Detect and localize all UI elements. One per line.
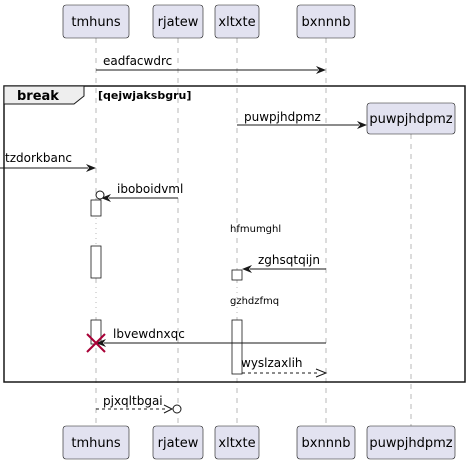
message-label: eadfacwdrc xyxy=(103,54,172,68)
participant-label: tmhuns xyxy=(71,15,120,30)
message-lbvewdnxqc: lbvewdnxqc xyxy=(86,327,326,353)
message-label: tzdorkbanc xyxy=(5,151,72,165)
activation-xltxte-2 xyxy=(231,319,243,375)
participant-label: bxnnnb xyxy=(302,15,351,30)
participant-label: rjatew xyxy=(158,15,199,30)
delay-label: hfmumghl xyxy=(230,224,281,235)
participant-rjatew-top[interactable]: rjatew xyxy=(152,4,204,39)
participant-label: xltxte xyxy=(218,436,255,451)
message-label: zghsqtqijn xyxy=(258,253,320,267)
message-eadfacwdrc: eadfacwdrc xyxy=(96,54,326,74)
message-zghsqtqijn: zghsqtqijn xyxy=(242,253,326,273)
fragment-keyword: break xyxy=(17,89,59,104)
message-tzdorkbanc: tzdorkbanc xyxy=(0,151,96,172)
participant-puwpjhdpmz-bottom[interactable]: puwpjhdpmz xyxy=(366,425,456,460)
delay-mask-2 xyxy=(228,282,246,318)
participant-tmhuns-top[interactable]: tmhuns xyxy=(62,4,130,39)
participant-label: puwpjhdpmz xyxy=(369,112,452,127)
participant-label: puwpjhdpmz xyxy=(369,436,452,451)
destroy-x-icon xyxy=(86,333,106,353)
delay-hfmumghl: hfmumghl xyxy=(230,224,281,235)
fragment-guard: [qejwjaksbgru] xyxy=(98,89,191,102)
message-puwpjhdpmz: puwpjhdpmz xyxy=(237,110,367,129)
activation-bars xyxy=(88,199,246,375)
participants-top: tmhuns rjatew xltxte bxnnnb xyxy=(62,4,356,39)
delay-gzhdzfmq: gzhdzfmq xyxy=(230,296,279,307)
circle-endpoint-icon xyxy=(95,190,105,200)
message-pjxqltbgai: pjxqltbgai xyxy=(96,394,182,414)
break-fragment: break [qejwjaksbgru] xyxy=(3,85,466,383)
delay-label: gzhdzfmq xyxy=(230,296,279,307)
circle-endpoint-icon xyxy=(172,404,182,414)
participant-tmhuns-bottom[interactable]: tmhuns xyxy=(62,425,130,460)
message-label: pjxqltbgai xyxy=(103,394,163,408)
participant-puwpjhdpmz-created[interactable]: puwpjhdpmz xyxy=(366,102,456,135)
delay-mask-3 xyxy=(88,282,104,318)
message-label: puwpjhdpmz xyxy=(244,110,321,124)
activation-tmhuns-2 xyxy=(90,245,102,279)
message-label: lbvewdnxqc xyxy=(113,327,185,341)
participant-xltxte-top[interactable]: xltxte xyxy=(214,4,260,39)
participant-label: tmhuns xyxy=(71,436,120,451)
participant-label: xltxte xyxy=(218,15,255,30)
participant-xltxte-bottom[interactable]: xltxte xyxy=(214,425,260,460)
participant-bxnnnb-top[interactable]: bxnnnb xyxy=(296,4,356,39)
message-label: wyslzaxlih xyxy=(241,356,303,370)
message-wyslzaxlih: wyslzaxlih xyxy=(241,356,328,378)
participant-label: rjatew xyxy=(158,436,199,451)
participant-bxnnnb-bottom[interactable]: bxnnnb xyxy=(296,425,356,460)
message-iboboidvml: iboboidvml xyxy=(95,182,183,202)
activation-xltxte-1 xyxy=(231,269,243,281)
delay-mask-1 xyxy=(88,218,104,244)
participants-bottom: tmhuns rjatew xltxte bxnnnb puwpjhdpmz xyxy=(62,425,456,460)
participant-label: bxnnnb xyxy=(302,436,351,451)
message-label: iboboidvml xyxy=(117,182,183,196)
participant-rjatew-bottom[interactable]: rjatew xyxy=(152,425,204,460)
activation-tmhuns-1 xyxy=(90,199,102,217)
